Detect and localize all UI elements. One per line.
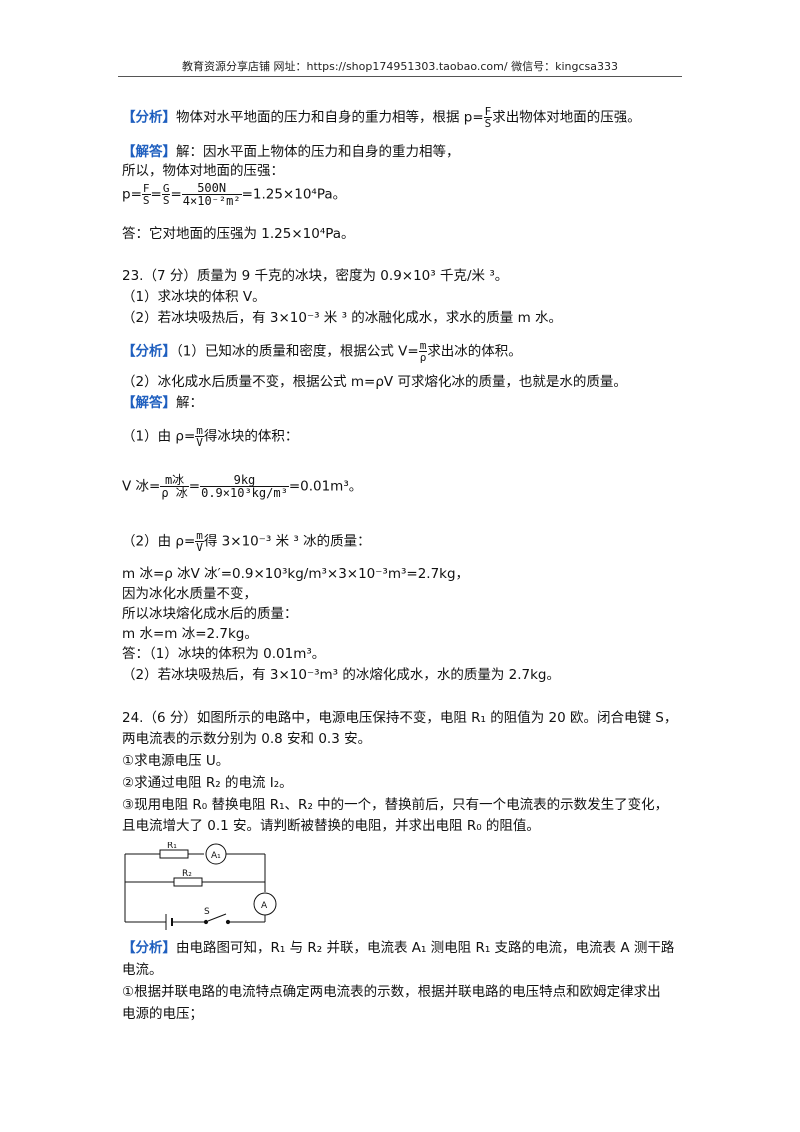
- p22-so: 所以，物体对地面的压强：: [122, 163, 284, 179]
- resistor-r2-icon: [173, 877, 203, 887]
- analysis-tag: 【分析】: [122, 343, 176, 360]
- q23-final-answer-2: （2）若冰块吸热后，有 3×10⁻³m³ 的冰熔化成水，水的质量为 2.7kg。: [122, 667, 560, 683]
- p22-final-answer: 答：它对地面的压强为 1.25×10⁴Pa。: [122, 226, 355, 242]
- q24-sub2: ②求通过电阻 R₂ 的电流 I₂。: [122, 775, 293, 791]
- q23-water-mass: m 水=m 冰=2.7kg。: [122, 626, 258, 642]
- q24-analysis-1b: 电流。: [122, 962, 163, 978]
- q23-because: 因为冰化水质量不变，: [122, 586, 257, 602]
- q23-mass-line: m 冰=ρ 冰V 冰′=0.9×10³kg/m³×3×10⁻³m³=2.7kg，: [122, 566, 470, 582]
- q24-analysis-2b: 电源的电压；: [122, 1006, 203, 1022]
- q23-final-answer-1: 答：（1）冰块的体积为 0.01m³。: [122, 646, 326, 662]
- q24-stem-1: 24.（6 分）如图所示的电路中，电源电压保持不变，电阻 R₁ 的阻值为 20 …: [122, 710, 678, 726]
- resistor-r1-icon: [159, 849, 189, 859]
- label-a1: A₁: [211, 851, 221, 861]
- q23-sub2: （2）若冰块吸热后，有 3×10⁻³ 米 ³ 的冰融化成水，求水的质量 m 水。: [122, 310, 563, 326]
- answer-tag: 【解答】: [122, 395, 176, 411]
- label-a: A: [261, 901, 268, 911]
- q23-answer: 【解答】解：: [122, 395, 203, 411]
- q24-stem-2: 两电流表的示数分别为 0.8 安和 0.3 安。: [122, 731, 372, 747]
- q24-sub3a: ③现用电阻 R₀ 替换电阻 R₁、R₂ 中的一个，替换前后，只有一个电流表的示数…: [122, 797, 669, 813]
- q23-analysis-2: （2）冰化成水后质量不变，根据公式 m=ρV 可求熔化冰的质量，也就是水的质量。: [122, 374, 627, 390]
- q23-so: 所以冰块熔化成水后的质量：: [122, 606, 298, 622]
- analysis-tag: 【分析】: [122, 940, 176, 956]
- page-header: 教育资源分享店铺 网址：https://shop174951303.taobao…: [182, 60, 618, 73]
- q24-sub3b: 且电流增大了 0.1 安。请判断被替换的电阻，并求出电阻 R₀ 的阻值。: [122, 818, 540, 834]
- analysis-tag: 【分析】: [122, 109, 176, 126]
- p22-answer: 【解答】解：因水平面上物体的压力和自身的重力相等，: [122, 144, 460, 160]
- q24-analysis-2: ①根据并联电路的电流特点确定两电流表的示数，根据并联电路的电压特点和欧姆定律求出: [122, 984, 661, 1000]
- label-r1: R₁: [167, 842, 177, 851]
- label-s: S: [204, 907, 210, 917]
- answer-tag: 【解答】: [122, 144, 176, 160]
- circuit-diagram: R₁ A₁ R₂ A S: [124, 842, 277, 930]
- header-divider: [118, 76, 682, 77]
- q23-stem: 23.（7 分）质量为 9 千克的冰块，密度为 0.9×10³ 千克/米 ³。: [122, 268, 509, 284]
- q24-sub1: ①求电源电压 U。: [122, 753, 230, 769]
- q23-sub1: （1）求冰块的体积 V。: [122, 289, 266, 305]
- label-r2: R₂: [182, 869, 192, 879]
- switch-icon: [207, 913, 227, 922]
- q24-analysis-1: 【分析】由电路图可知，R₁ 与 R₂ 并联，电流表 A₁ 测电阻 R₁ 支路的电…: [122, 940, 675, 956]
